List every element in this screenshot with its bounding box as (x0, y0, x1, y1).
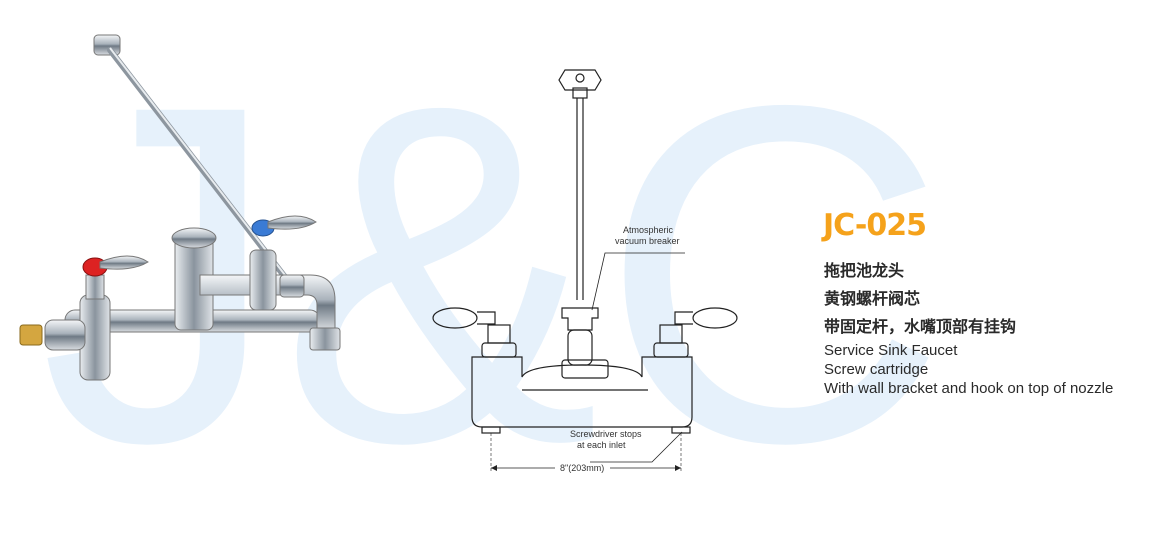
en-description-line1: Service Sink Faucet (824, 342, 958, 359)
cn-description-line1: 拖把池龙头 (824, 261, 905, 280)
cn-description-line3: 带固定杆，水嘴顶部有挂钩 (824, 317, 1017, 336)
en-description-line3: With wall bracket and hook on top of noz… (824, 380, 1114, 397)
en-description-line2: Screw cartridge (824, 361, 929, 378)
model-number: JC-025 (823, 208, 927, 243)
vacuum-label-line1: Atmospheric (623, 225, 674, 235)
faucet-photo (19, 34, 341, 381)
stops-label-line2: at each inlet (577, 440, 626, 450)
stops-label-line1: Screwdriver stops (570, 429, 642, 439)
dimension-label: 8"(203mm) (560, 463, 604, 473)
cn-description-line2: 黄钢螺杆阀芯 (824, 289, 921, 308)
faucet-technical-drawing: Atmospheric vacuum breaker Screwdriver s… (432, 69, 738, 473)
vacuum-label-line2: vacuum breaker (615, 236, 680, 246)
